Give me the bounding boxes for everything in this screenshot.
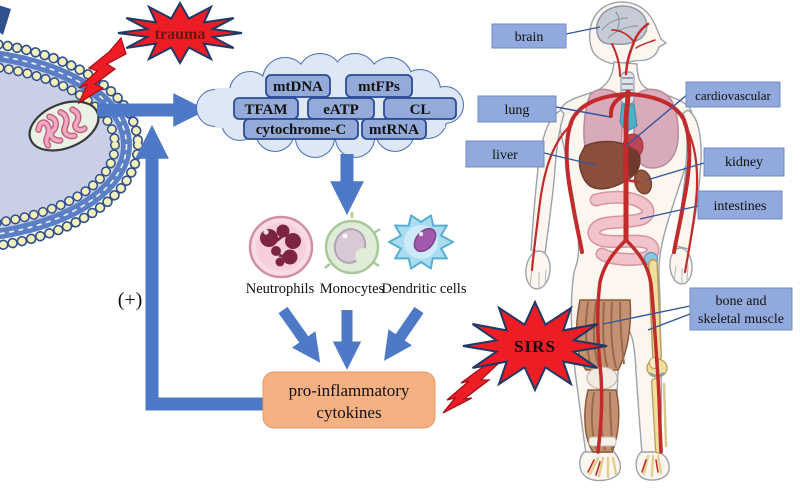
organ-label-cardiovascular: cardiovascular xyxy=(695,88,771,103)
foot-bones xyxy=(588,454,663,479)
body-left-hand xyxy=(525,250,551,290)
organ-label-liver-box xyxy=(465,140,545,168)
trauma-label: trauma xyxy=(155,26,206,43)
body-right-hand xyxy=(669,247,693,285)
organ-label-lung: lung xyxy=(505,103,530,118)
organ-label-intestines: intestines xyxy=(714,199,767,214)
organ-label-bone-box xyxy=(689,287,793,331)
cytokines-label-line2: cytokines xyxy=(316,403,381,422)
cytokines-label-line1: pro-inflammatory xyxy=(289,381,410,400)
trauma-starburst xyxy=(117,0,243,66)
damp-terms xyxy=(233,74,457,140)
damp-term-cytc-box xyxy=(243,118,359,140)
damp-term-cytc: cytochrome-C xyxy=(256,122,347,138)
neutrophils-label: Neutrophils xyxy=(246,281,315,297)
trauma-bolt-icon xyxy=(77,36,127,105)
body-kidney-icon xyxy=(633,169,653,195)
damp-term-mtdna-box xyxy=(265,74,331,98)
damp-term-mtrna: mtRNA xyxy=(369,122,419,138)
organ-label-lung-box xyxy=(477,95,557,123)
organ-label-brain: brain xyxy=(515,30,544,45)
arteries xyxy=(530,22,699,476)
membrane-fragment xyxy=(0,5,11,35)
organ-label-cardiovascular-box xyxy=(685,81,781,108)
monocyte-cell-icon xyxy=(324,212,381,275)
arrow-neutrophils-to-cytokines xyxy=(278,306,321,363)
cytokines-box xyxy=(262,371,436,429)
damp-term-mtdna: mtDNA xyxy=(273,79,323,95)
damp-term-tfam: TFAM xyxy=(244,102,287,118)
organ-label-intestines-box xyxy=(697,190,783,220)
organ-connectors xyxy=(543,26,705,331)
organ-label-boxes xyxy=(465,23,793,331)
mitochondrion-icon xyxy=(28,100,100,152)
damp-term-cl: CL xyxy=(410,102,431,118)
neutrophil-cell-icon xyxy=(248,215,314,279)
organ-label-kidney-box xyxy=(703,147,785,177)
dendritic-label: Dendritic cells xyxy=(382,281,467,297)
organ-label-kidney: kidney xyxy=(725,155,763,170)
organ-label-bone-line2: skeletal muscle xyxy=(698,312,784,327)
organ-label-brain-box xyxy=(491,23,567,49)
sirs-starburst xyxy=(462,299,608,393)
damp-term-eatp: eATP xyxy=(323,102,359,118)
damp-term-mtfps-box xyxy=(345,74,413,98)
sirs-label: SIRS xyxy=(514,337,556,356)
body-right-lung-icon xyxy=(633,88,679,169)
damp-term-mtrna-box xyxy=(361,118,427,140)
organ-label-bone-line1: bone and xyxy=(716,294,767,309)
sirs-bolt-icon xyxy=(442,360,502,414)
body-brain-icon xyxy=(596,5,648,46)
dendritic-cell-icon xyxy=(388,214,454,270)
monocytes-label: Monocytes xyxy=(320,281,385,297)
cristae xyxy=(35,106,88,149)
organ-label-liver: liver xyxy=(492,148,518,163)
damp-term-mtfps: mtFPs xyxy=(358,79,400,95)
arrow-dendritic-to-cytokines xyxy=(384,306,424,361)
feedback-arrow xyxy=(135,124,263,411)
plus-label: (+) xyxy=(118,289,143,311)
human-body-illustration xyxy=(525,1,702,482)
